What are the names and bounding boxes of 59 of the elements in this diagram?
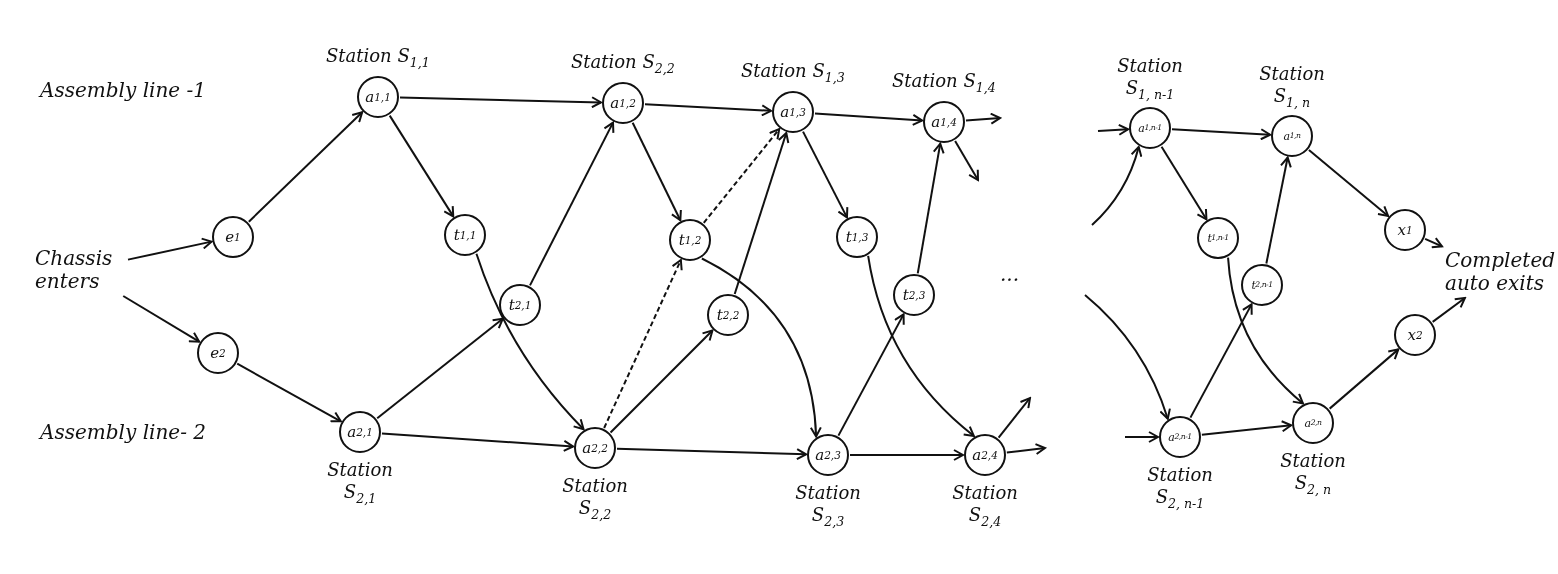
arrow (1091, 145, 1143, 226)
arrow (475, 252, 585, 431)
station-label: Station S$_{2, n}$ (1279, 450, 1347, 497)
arrow (1097, 123, 1130, 136)
line-label: Assembly line -1 (40, 78, 206, 102)
arrow (631, 121, 682, 222)
arrow (643, 103, 773, 117)
arrow (802, 130, 849, 219)
flow-text: Completed auto exits (1445, 249, 1555, 295)
arrow (1265, 156, 1292, 265)
arrow (1200, 420, 1293, 436)
arrow (964, 112, 1001, 125)
arrow (122, 295, 201, 343)
continuation-dots: ... (1000, 262, 1020, 286)
arrow (1227, 256, 1304, 405)
station-label: Station S$_{2, n-1}$ (1146, 464, 1214, 511)
station-label: Station S$_{2,4}$ (951, 482, 1019, 529)
station-label: Station S$_{2,2}$ (561, 475, 629, 522)
station-label: Station S$_{2,3}$ (794, 482, 862, 529)
arrow (1124, 431, 1159, 443)
arrow (1160, 145, 1208, 221)
arrow (399, 96, 602, 109)
arrow (813, 112, 924, 126)
arrow (609, 329, 714, 434)
arrow (1307, 149, 1390, 217)
arrow (236, 362, 342, 423)
arrow (867, 254, 975, 438)
arrow (1189, 303, 1253, 419)
station-label: Station S$_{2,2}$ (571, 51, 675, 76)
arrow (247, 111, 364, 223)
arrow (529, 121, 615, 287)
flow-text: Chassis enters (35, 247, 125, 293)
station-label: Station S$_{1,4}$ (892, 70, 996, 95)
arrow (916, 142, 945, 275)
station-label: Station S$_{2,1}$ (326, 459, 394, 506)
arrow (616, 447, 807, 461)
arrow (376, 317, 504, 420)
arrow (1170, 128, 1272, 141)
arrow (388, 114, 455, 218)
arrow (1424, 237, 1443, 249)
arrow (1431, 297, 1466, 323)
station-label: Station S$_{1,3}$ (741, 60, 845, 85)
station-label: Station S$_{1, n-1}$ (1116, 55, 1184, 102)
arrow (837, 313, 905, 437)
arrow (380, 432, 575, 452)
arrow (1005, 443, 1046, 455)
arrow (127, 237, 213, 261)
arrow (603, 259, 683, 429)
arrow (849, 449, 964, 461)
arrow (702, 128, 781, 224)
arrow (700, 257, 822, 438)
station-label: Station S$_{1,1}$ (326, 45, 430, 70)
station-label: Station S$_{1, n}$ (1258, 63, 1326, 110)
arrow (1084, 294, 1171, 420)
arrow (997, 397, 1031, 439)
arrow (1328, 348, 1400, 410)
line-label: Assembly line- 2 (40, 420, 206, 444)
arrow (954, 140, 979, 181)
arrow (733, 131, 790, 296)
